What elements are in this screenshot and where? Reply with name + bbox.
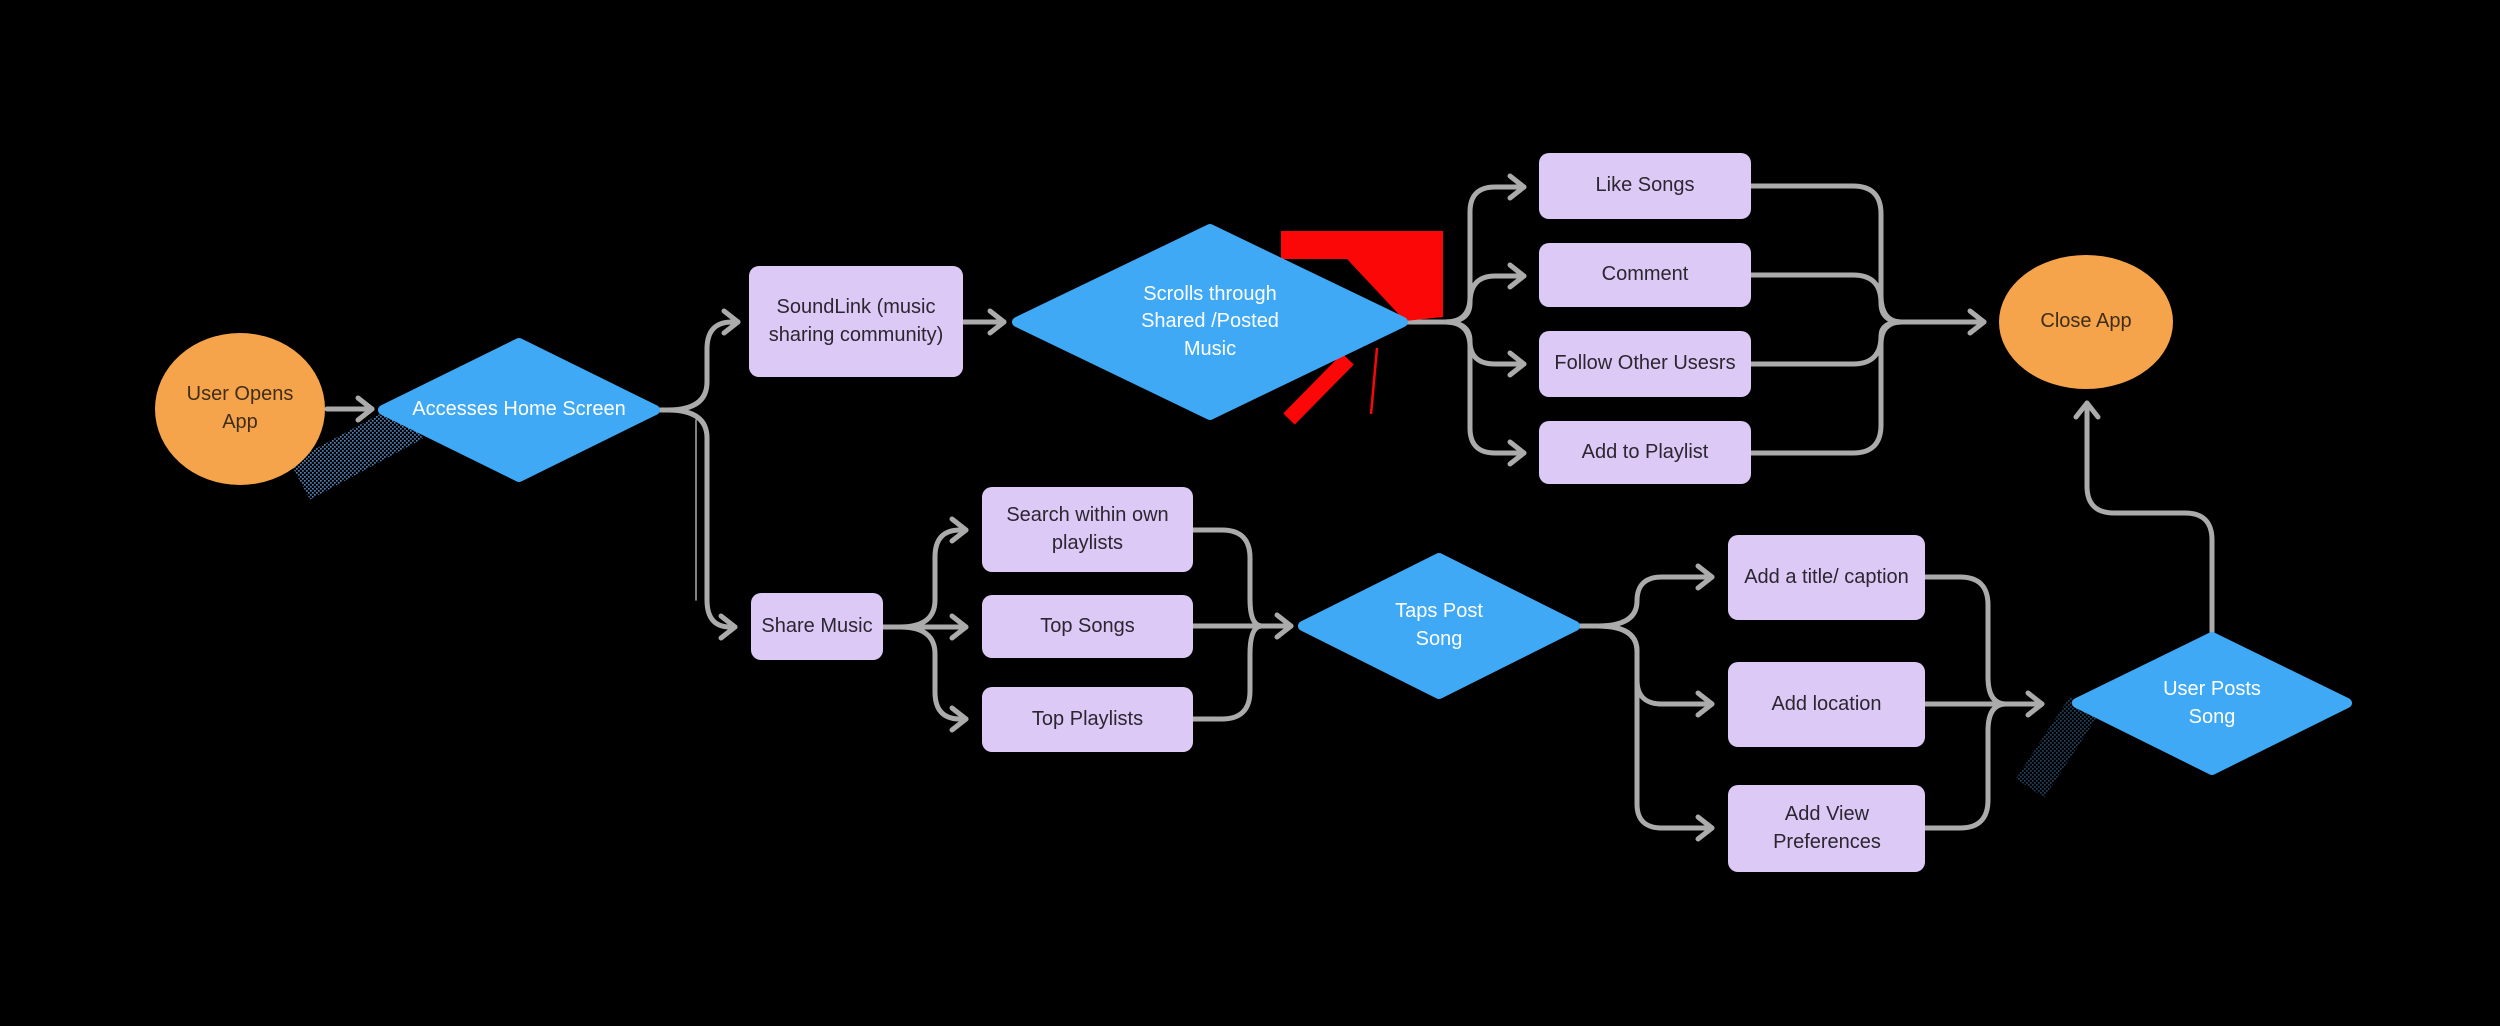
edge-taps-to-view-prefs bbox=[1595, 623, 1715, 842]
glitch-red-hairline bbox=[1369, 347, 1379, 415]
hatch-shadow-user-posts bbox=[2015, 696, 2099, 798]
node-user-posts-song[interactable] bbox=[2072, 632, 2352, 775]
edge-view-prefs-merge bbox=[1922, 701, 2009, 831]
edge-add-playlist-merge bbox=[1748, 319, 1905, 456]
glitch-red-stripe bbox=[1283, 353, 1354, 425]
edge-user-posts-to-close bbox=[2073, 400, 2215, 640]
edge-taps-to-title bbox=[1595, 563, 1715, 629]
edge-share-to-top-playlists bbox=[897, 624, 969, 733]
node-accesses-home-screen[interactable] bbox=[378, 338, 660, 482]
node-follow-other-users[interactable] bbox=[1539, 331, 1751, 397]
node-user-opens-app[interactable] bbox=[155, 333, 325, 485]
node-comment[interactable] bbox=[1539, 243, 1751, 307]
node-scrolls-through[interactable] bbox=[1012, 224, 1408, 420]
node-add-location[interactable] bbox=[1728, 662, 1925, 747]
node-soundlink[interactable] bbox=[749, 266, 963, 377]
edge-comment-merge bbox=[1748, 272, 1905, 325]
node-close-app[interactable] bbox=[1999, 255, 2173, 389]
edge-scrolls-to-like-songs bbox=[1442, 173, 1527, 325]
node-add-view-preferences[interactable] bbox=[1728, 785, 1925, 872]
glitch-red-polygon bbox=[1281, 231, 1443, 321]
edge-title-merge bbox=[1922, 574, 2009, 707]
edge-scrolls-to-add-playlist bbox=[1442, 319, 1527, 467]
edge-scrolls-to-comment bbox=[1442, 262, 1527, 325]
edge-taps-to-location bbox=[1595, 623, 1715, 718]
edge-accesses-to-soundlink bbox=[665, 308, 741, 413]
node-search-within[interactable] bbox=[982, 487, 1193, 572]
hatch-shadow-accesses bbox=[290, 401, 423, 500]
node-top-playlists[interactable] bbox=[982, 687, 1193, 752]
node-like-songs[interactable] bbox=[1539, 153, 1751, 219]
connectors bbox=[324, 173, 2215, 842]
node-share-music[interactable] bbox=[751, 593, 883, 660]
node-taps-post-song[interactable] bbox=[1298, 553, 1580, 699]
node-add-title-caption[interactable] bbox=[1728, 535, 1925, 620]
edge-scrolls-to-follow bbox=[1442, 319, 1527, 378]
edge-search-merge bbox=[1190, 527, 1265, 629]
node-top-songs[interactable] bbox=[982, 595, 1193, 658]
edge-accesses-to-share-music bbox=[665, 407, 738, 641]
edge-share-to-search bbox=[897, 516, 969, 630]
edge-top-playlists-merge bbox=[1190, 623, 1265, 722]
node-add-to-playlist[interactable] bbox=[1539, 421, 1751, 484]
